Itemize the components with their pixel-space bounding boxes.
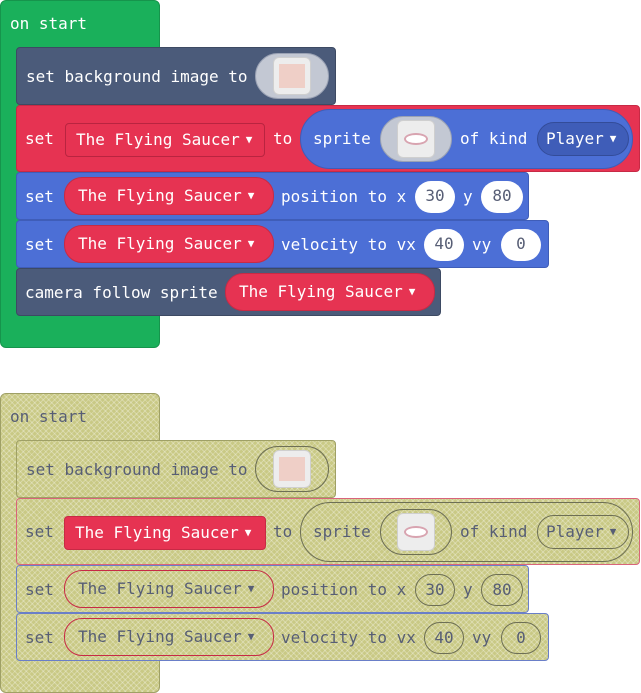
sprite-image-picker[interactable] [380, 509, 452, 555]
chevron-down-icon: ▼ [247, 630, 255, 643]
chevron-down-icon: ▼ [247, 189, 255, 202]
sprite-variable-dropdown[interactable]: The Flying Saucer ▼ [225, 273, 435, 311]
sprite-of-kind-block[interactable]: sprite of kind Player ▼ [300, 109, 633, 169]
x-value-input[interactable]: 30 [415, 181, 455, 213]
sprite-variable-dropdown[interactable]: The Flying Saucer ▼ [64, 225, 274, 263]
kind-dropdown[interactable]: Player ▼ [537, 122, 629, 156]
set-position-block[interactable]: set The Flying Saucer▼ position to x 30 … [16, 172, 529, 220]
of-kind-label: of kind [460, 129, 528, 148]
background-image-thumbnail [273, 57, 311, 95]
saucer-icon [404, 526, 428, 538]
kind-value: Player [546, 522, 604, 541]
background-image-picker[interactable] [255, 53, 329, 99]
sprite-variable-value: The Flying Saucer [75, 523, 239, 542]
sprite-variable-dropdown[interactable]: The Flying Saucer ▼ [64, 516, 266, 550]
chevron-down-icon: ▼ [244, 526, 252, 539]
to-label: to [273, 522, 293, 541]
position-to-x-label: position to x [281, 580, 407, 599]
sprite-variable-dropdown[interactable]: The Flying Saucer ▼ [65, 123, 265, 157]
chevron-down-icon: ▼ [247, 582, 255, 595]
position-to-x-label: position to x [281, 187, 407, 206]
vy-value-input[interactable]: 0 [501, 229, 541, 261]
kind-dropdown[interactable]: Player ▼ [537, 515, 629, 549]
velocity-to-vx-label: velocity to vx [281, 235, 416, 254]
of-kind-label: of kind [460, 522, 528, 541]
vy-value-input[interactable]: 0 [501, 622, 541, 654]
chevron-down-icon: ▼ [245, 133, 253, 146]
kind-value: Player [546, 129, 604, 148]
saucer-thumbnail [397, 513, 435, 551]
set-background-image-label: set background image to [26, 67, 248, 86]
disabled-set-sprite-block[interactable]: set The Flying Saucer ▼ to sprite of kind… [16, 498, 640, 565]
set-label: set [25, 235, 54, 254]
set-label: set [25, 187, 54, 206]
disabled-set-background-image-block[interactable]: set background image to [16, 440, 336, 498]
y-label: y [463, 580, 473, 599]
chevron-down-icon: ▼ [609, 525, 617, 538]
saucer-icon [404, 133, 428, 145]
sprite-variable-value: The Flying Saucer [239, 282, 403, 301]
set-background-image-block[interactable]: set background image to [16, 47, 336, 105]
set-label: set [25, 580, 54, 599]
disabled-set-position-block[interactable]: set The Flying Saucer▼ position to x 30 … [16, 565, 529, 613]
set-background-image-label: set background image to [26, 460, 248, 479]
y-value-input[interactable]: 80 [481, 181, 523, 213]
on-start-label: on start [10, 14, 88, 33]
background-image-picker[interactable] [255, 446, 329, 492]
set-velocity-block[interactable]: set The Flying Saucer ▼ velocity to vx 40… [16, 220, 549, 268]
vy-label: vy [472, 628, 492, 647]
sprite-variable-value: The Flying Saucer [78, 579, 242, 598]
disabled-set-velocity-block[interactable]: set The Flying Saucer ▼ velocity to vx 40… [16, 613, 549, 661]
set-label: set [25, 628, 54, 647]
vx-value-input[interactable]: 40 [424, 622, 464, 654]
sprite-variable-dropdown[interactable]: The Flying Saucer ▼ [64, 177, 274, 215]
camera-follow-sprite-label: camera follow sprite [25, 283, 218, 302]
y-value-input[interactable]: 80 [481, 574, 523, 606]
set-sprite-block[interactable]: set The Flying Saucer ▼ to sprite of kind… [16, 105, 640, 172]
on-start-label: on start [10, 407, 88, 426]
velocity-to-vx-label: velocity to vx [281, 628, 416, 647]
sprite-variable-dropdown[interactable]: The Flying Saucer ▼ [64, 618, 274, 656]
camera-follow-sprite-block[interactable]: camera follow sprite The Flying Saucer ▼ [16, 268, 441, 316]
sprite-variable-value: The Flying Saucer [76, 130, 240, 149]
sprite-variable-value: The Flying Saucer [78, 186, 242, 205]
sprite-label: sprite [313, 522, 371, 541]
sprite-image-picker[interactable] [380, 116, 452, 162]
to-label: to [273, 129, 293, 148]
chevron-down-icon: ▼ [247, 237, 255, 250]
sprite-variable-value: The Flying Saucer [78, 627, 242, 646]
chevron-down-icon: ▼ [609, 132, 617, 145]
set-label: set [25, 522, 54, 541]
y-label: y [463, 187, 473, 206]
vy-label: vy [472, 235, 492, 254]
sprite-variable-value: The Flying Saucer [78, 234, 242, 253]
sprite-label: sprite [313, 129, 371, 148]
chevron-down-icon: ▼ [408, 285, 416, 298]
set-label: set [25, 129, 54, 148]
background-image-thumbnail [273, 450, 311, 488]
saucer-thumbnail [397, 120, 435, 158]
sprite-variable-dropdown[interactable]: The Flying Saucer ▼ [64, 570, 274, 608]
vx-value-input[interactable]: 40 [424, 229, 464, 261]
x-value-input[interactable]: 30 [415, 574, 455, 606]
sprite-of-kind-block[interactable]: sprite of kind Player ▼ [300, 502, 633, 562]
